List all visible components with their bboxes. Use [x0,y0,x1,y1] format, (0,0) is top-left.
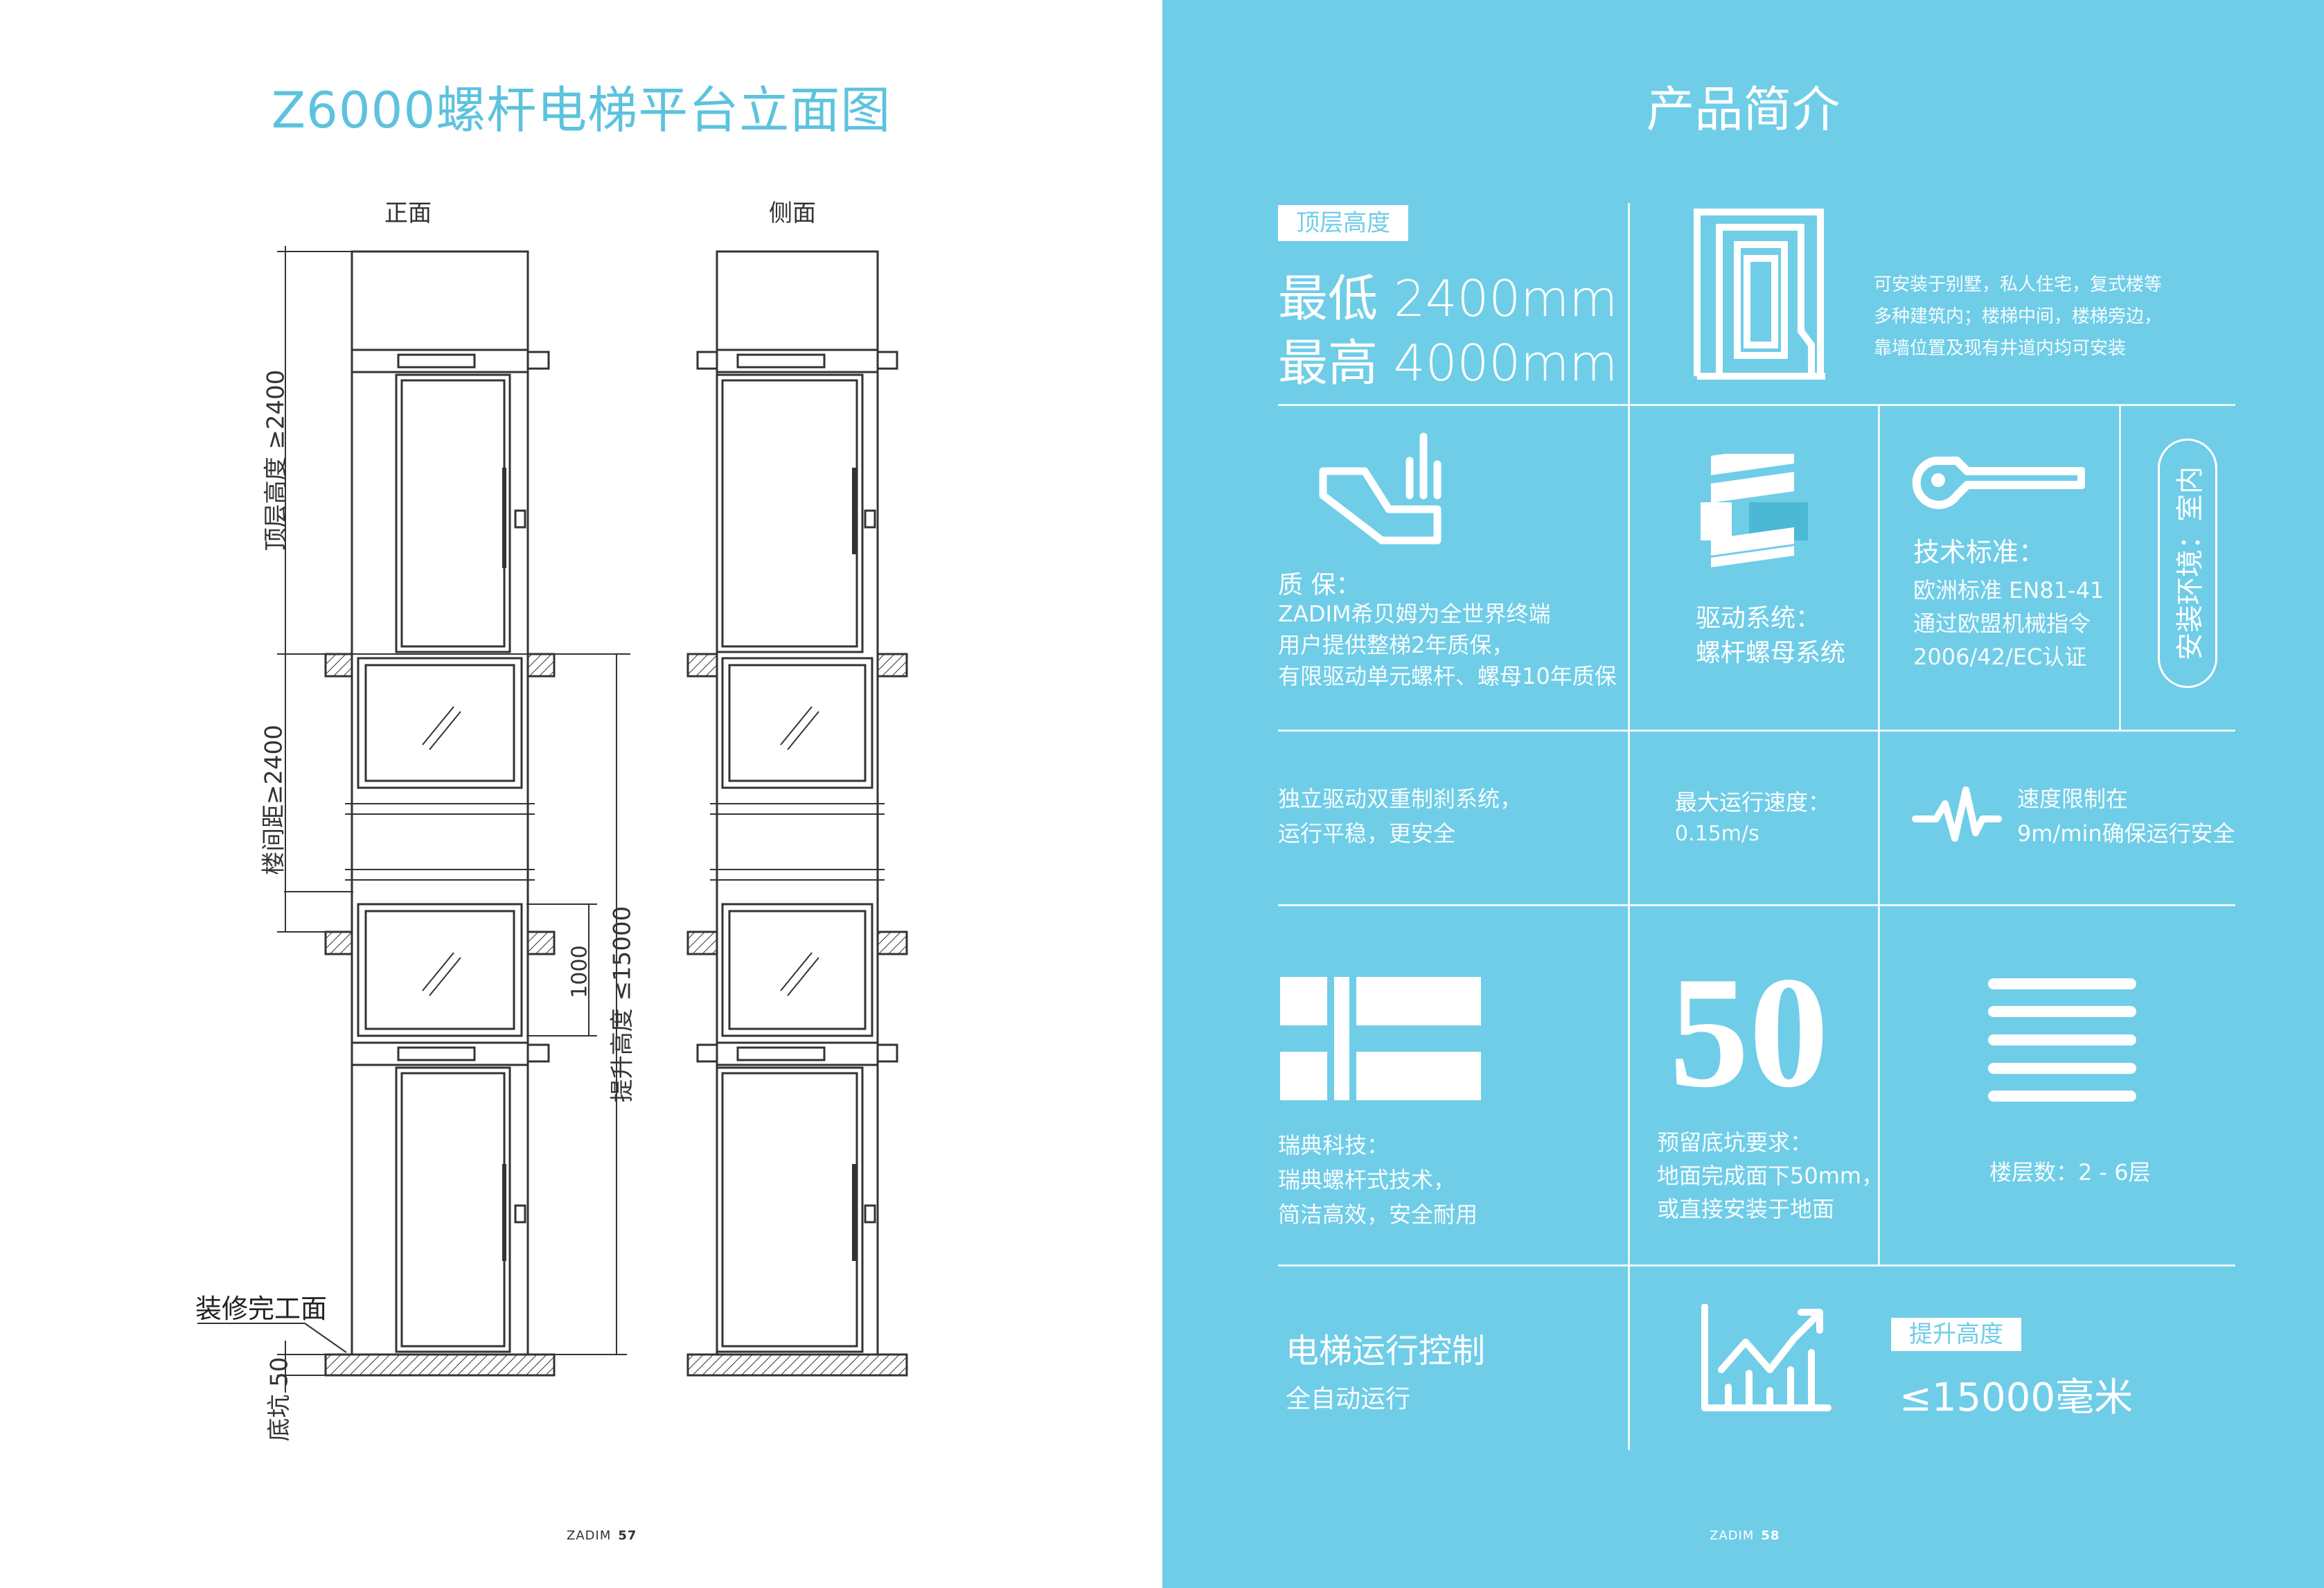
brake-line: 运行平稳，更安全 [1278,820,1456,847]
floors-text: 楼层数：2 - 6层 [1989,1159,2151,1185]
grid-divider [1278,904,2235,906]
pit-line: 地面完成面下50mm， [1657,1163,1884,1189]
dimension-lines [197,246,627,1393]
dim-top-height: 顶层高度 ≥2400 [262,369,290,552]
grid-divider [1278,1264,2235,1267]
drive-line: 螺杆螺母系统 [1696,639,1846,667]
menu-lines-icon [1988,978,2136,1102]
sweden-line: 瑞典科技： [1278,1132,1390,1158]
speed-limit-line: 9m/min确保运行安全 [2017,820,2235,847]
drive-line: 驱动系统： [1696,604,1821,633]
dim-floor-distance: 楼间距≥2400 [260,725,288,876]
folio-number: 57 [618,1528,637,1543]
pit-line: 或直接安装于地面 [1657,1196,1835,1222]
front-view-label: 正面 [384,200,432,227]
pulse-icon [1912,786,2002,842]
hand-icon [1319,432,1442,545]
flag-icon [1280,977,1481,1100]
speed-title: 最大运行速度： [1675,789,1831,815]
sweden-line: 简洁高效，安全耐用 [1278,1201,1478,1228]
brake-text: 独立驱动双重制刹系统， 运行平稳，更安全 [1278,782,1522,851]
folio-number: 58 [1761,1528,1780,1543]
folio-right: ZADIM 58 [1710,1528,1780,1543]
side-elevation [686,250,908,1377]
sweden-text: 瑞典科技： 瑞典螺杆式技术， 简洁高效，安全耐用 [1278,1128,1478,1232]
speed-limit-line: 速度限制在 [2017,786,2129,812]
standard-title: 技术标准： [1913,537,2046,567]
grid-divider [1878,730,1880,904]
install-position-text: 可安装于别墅，私人住宅，复式楼等 多种建筑内；楼梯中间，楼梯旁边， 靠墙位置及现… [1874,269,2162,364]
brake-line: 独立驱动双重制刹系统， [1278,786,1523,812]
door-icon [1694,209,1825,380]
warranty-line: 有限驱动单元螺杆、螺母10年质保 [1278,663,1617,689]
top-height-max: 最高 4000mm [1278,334,1618,392]
warranty-text: ZADIM希贝姆为全世界终端 用户提供整梯2年质保， 有限驱动单元螺杆、螺母10… [1278,599,1617,692]
folio-brand: ZADIM [567,1528,612,1543]
warranty-line: ZADIM希贝姆为全世界终端 [1278,601,1551,627]
speed-value: 0.15m/s [1675,822,1759,846]
grid-divider [1878,404,1880,730]
intro-title: 产品简介 [1646,81,1840,138]
dim-1000: 1000 [567,945,592,998]
environment-text: 安装环境：室内 [2174,466,2206,660]
grid-divider [1878,904,1880,1264]
grid-divider [1278,404,2235,406]
side-view-label: 侧面 [769,200,816,227]
standard-line: 通过欧盟机械指令 [1913,610,2091,637]
drawing-title: Z6000螺杆电梯平台立面图 [271,81,892,139]
environment-badge: 安装环境：室内 [2158,439,2217,688]
sweden-line: 瑞典螺杆式技术， [1278,1167,1456,1193]
lift-height-value: ≤15000毫米 [1899,1375,2134,1420]
wrench-icon [1912,457,2085,509]
standard-line: 欧洲标准 EN81-41 [1913,577,2104,603]
pit-line: 预留底坑要求： [1657,1129,1813,1156]
front-elevation [284,250,630,1377]
dim-pit: 底坑 50 [265,1357,294,1442]
warranty-title: 质 保： [1278,571,1361,599]
left-page: Z6000螺杆电梯平台立面图 正面 侧面 [195,81,908,1543]
grid-divider [2119,404,2121,730]
drive-text: 驱动系统： 螺杆螺母系统 [1696,601,1845,671]
standard-line: 2006/42/EC认证 [1913,644,2087,670]
warranty-line: 用户提供整梯2年质保， [1278,632,1514,658]
top-height-min: 最低 2400mm [1278,270,1618,328]
screw-icon [1701,454,1808,567]
elevation-drawing [197,246,908,1393]
pit-text: 预留底坑要求： 地面完成面下50mm， 或直接安装于地面 [1657,1126,1883,1226]
grid-divider [1628,203,1630,1450]
standard-text: 欧洲标准 EN81-41 通过欧盟机械指令 2006/42/EC认证 [1913,574,2104,673]
control-subtitle: 全自动运行 [1286,1385,1411,1413]
chart-icon [1701,1304,1831,1411]
finish-surface-label: 装修完工面 [195,1294,328,1324]
folio-brand: ZADIM [1710,1528,1755,1543]
lift-height-tag: 提升高度 [1891,1318,2021,1351]
speed-limit-text: 速度限制在 9m/min确保运行安全 [2017,782,2235,851]
top-height-tag: 顶层高度 [1278,205,1408,241]
grid-divider [1278,730,2235,732]
folio-left: ZADIM 57 [567,1528,637,1543]
install-line: 靠墙位置及现有井道内均可安装 [1874,338,2127,359]
control-title: 电梯运行控制 [1286,1332,1486,1370]
right-page: 产品简介 [1162,0,2324,1588]
install-line: 多种建筑内；楼梯中间，楼梯旁边， [1874,306,2163,327]
install-line: 可安装于别墅，私人住宅，复式楼等 [1874,274,2163,295]
dim-lift-height: 提升高度 ≤15000 [608,906,637,1103]
pit-number: 50 [1669,944,1829,1120]
